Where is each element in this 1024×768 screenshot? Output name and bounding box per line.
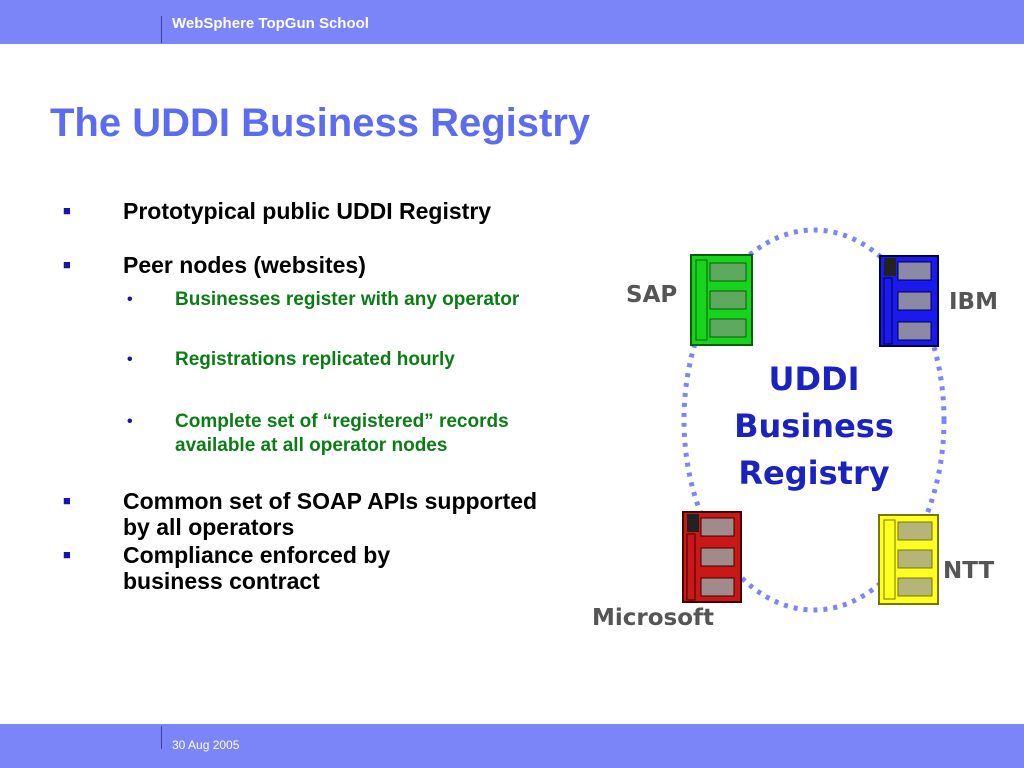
sub-bullet-text: Registrations replicated hourly (175, 349, 455, 370)
bullet-item: ■ Common set of SOAP APIs supported by a… (63, 488, 543, 540)
dot-bullet-icon: • (127, 413, 133, 430)
bullet-item: ■ Peer nodes (websites) (63, 252, 543, 278)
bullet-text: Peer nodes (websites) (123, 252, 366, 278)
node-label-ibm: IBM (949, 289, 998, 315)
square-bullet-icon: ■ (63, 203, 71, 218)
registry-label-line: UDDI (768, 360, 860, 398)
sub-bullet-text: Complete set of “registered” records ava… (175, 411, 509, 456)
bullet-text: Compliance enforced by business contract (123, 542, 391, 594)
microsoft-server-icon (682, 511, 742, 603)
bullet-text: Prototypical public UDDI Registry (123, 198, 492, 224)
bullet-item: ■ Prototypical public UDDI Registry (63, 198, 543, 224)
ntt-server-icon (878, 514, 939, 605)
square-bullet-icon: ■ (63, 547, 71, 562)
sap-server-icon (690, 254, 753, 346)
header-bar: WebSphere TopGun School (0, 0, 1024, 44)
ibm-server-icon (879, 255, 939, 347)
sub-bullet-text: Businesses register with any operator (175, 289, 520, 310)
square-bullet-icon: ■ (63, 493, 71, 508)
footer-bar: 30 Aug 2005 (0, 724, 1024, 768)
footer-date: 30 Aug 2005 (172, 738, 240, 752)
node-label-ntt: NTT (943, 558, 995, 584)
registry-label-line: Registry (738, 454, 890, 492)
node-label-microsoft: Microsoft (592, 605, 715, 631)
header-divider (161, 16, 162, 43)
header-title: WebSphere TopGun School (172, 15, 369, 32)
slide-title: The UDDI Business Registry (50, 101, 591, 145)
bullet-text: Common set of SOAP APIs supported by all… (123, 488, 538, 540)
sub-bullet-item: • Businesses register with any operator (127, 288, 545, 312)
replication-ring (681, 227, 947, 613)
registry-label: UDDI Business Registry (720, 356, 908, 497)
footer-divider (161, 726, 162, 749)
registry-label-line: Business (734, 407, 894, 445)
dot-bullet-icon: • (127, 291, 133, 308)
dot-bullet-icon: • (127, 351, 133, 368)
node-label-sap: SAP (626, 282, 678, 308)
square-bullet-icon: ■ (63, 257, 71, 272)
bullet-item: ■ Compliance enforced by business contra… (63, 542, 483, 594)
sub-bullet-item: • Complete set of “registered” records a… (127, 410, 527, 458)
sub-bullet-item: • Registrations replicated hourly (127, 348, 545, 372)
